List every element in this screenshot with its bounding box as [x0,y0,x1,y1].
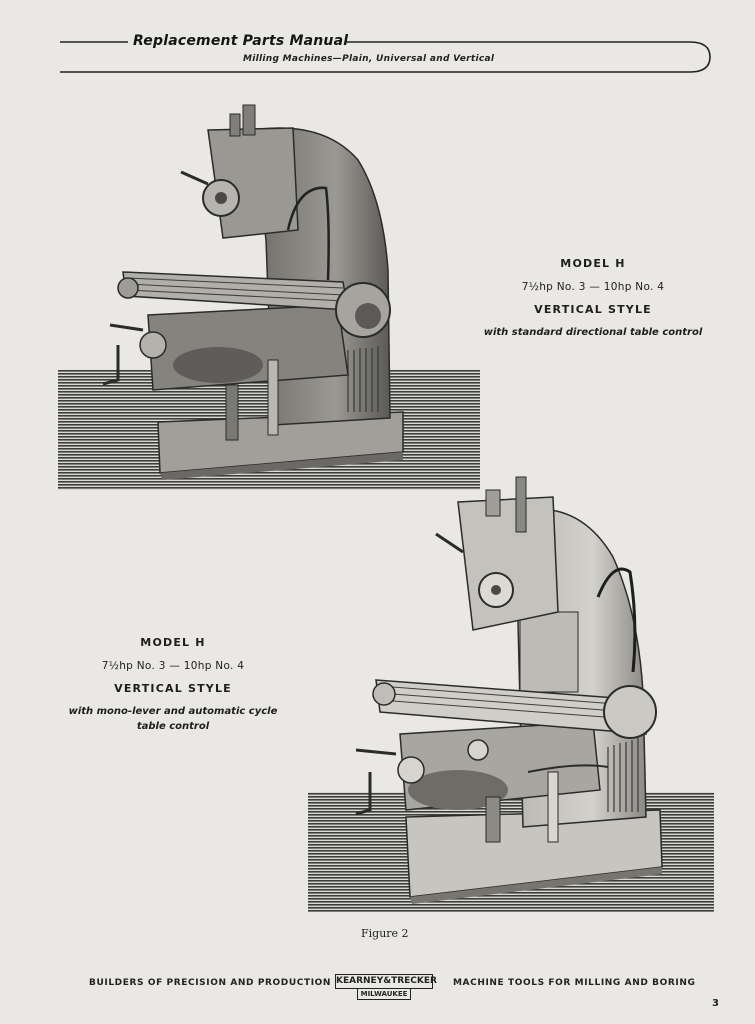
kearney-trecker-logo: KEARNEY&TRECKER MILWAUKEE [335,974,437,1000]
figure-2-power: 7½hp No. 3 — 10hp No. 4 [101,660,245,672]
figure-1-description: with standard directional table control [483,327,703,338]
machine-photo-1 [58,104,480,490]
figure-1-model: MODEL H [560,257,626,270]
figure-2-style: VERTICAL STYLE [114,682,232,695]
logo-top-text: KEARNEY&TRECKER [335,974,437,989]
figure-1-power: 7½hp No. 3 — 10hp No. 4 [521,281,665,293]
manual-title: Replacement Parts Manual [133,33,349,49]
figure-label: Figure 2 [361,927,409,940]
milling-head [457,496,559,631]
figure-1-caption: MODEL H 7½hp No. 3 — 10hp No. 4 VERTICAL… [480,257,706,340]
machine-photo-2 [308,476,714,912]
header-rule [60,41,711,73]
figure-2-caption: MODEL H 7½hp No. 3 — 10hp No. 4 VERTICAL… [58,636,288,734]
footer-right-text: MACHINE TOOLS FOR MILLING AND BORING [453,978,696,988]
figure-2-model: MODEL H [140,636,206,649]
footer-left-text: BUILDERS OF PRECISION AND PRODUCTION [89,978,332,988]
logo-bottom-text: MILWAUKEE [357,989,411,1000]
page-number: 3 [712,998,719,1009]
figure-1-style: VERTICAL STYLE [534,303,652,316]
manual-subtitle: Milling Machines—Plain, Universal and Ve… [243,54,495,64]
figure-2-description: with mono-lever and automatic cycle tabl… [68,706,278,732]
